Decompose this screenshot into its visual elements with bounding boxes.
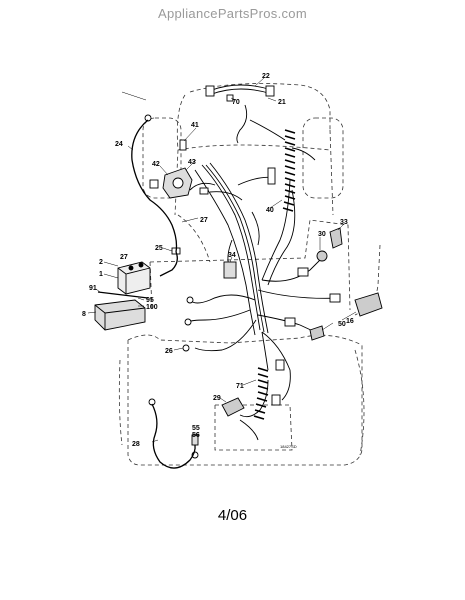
coiled-conduit-71	[253, 367, 269, 420]
components	[94, 85, 383, 459]
cables	[131, 119, 196, 469]
page-label: 4/06	[217, 507, 248, 524]
part-number-34: 34	[228, 252, 236, 259]
part-number-26: 26	[165, 348, 173, 355]
part-number-27b: 27	[120, 254, 128, 261]
main-harness	[187, 162, 341, 441]
part-number-100: 100	[146, 304, 158, 311]
part-number-43: 43	[188, 159, 196, 166]
part-number-1: 1	[99, 271, 103, 278]
part-number-41: 41	[191, 122, 199, 129]
part-number-70: 70	[232, 99, 240, 106]
part-number-29: 29	[213, 395, 221, 402]
part-number-91: 91	[89, 285, 97, 292]
part-number-16: 16	[346, 318, 354, 325]
part-number-42: 42	[152, 161, 160, 168]
drawing-id: 18427SD	[280, 444, 297, 449]
part-number-56: 56	[192, 432, 200, 439]
part-number-labels: 22 70 21 41 43 24 42 27 40 33 30 25 34 2…	[82, 73, 354, 449]
part-number-95: 95	[146, 297, 154, 304]
watermark: AppliancePartsPros.com	[158, 6, 307, 21]
part-number-22: 22	[262, 73, 270, 80]
part-number-21: 21	[278, 99, 286, 106]
part-number-71: 71	[236, 383, 244, 390]
coiled-conduit-40	[282, 129, 296, 212]
part-number-25: 25	[155, 245, 163, 252]
part-number-27: 27	[200, 217, 208, 224]
part-number-2: 2	[99, 259, 103, 266]
part-number-30: 30	[318, 231, 326, 238]
part-number-50: 50	[338, 321, 346, 328]
part-number-55: 55	[192, 425, 200, 432]
part-number-33: 33	[340, 219, 348, 226]
leader-lines	[87, 77, 357, 443]
tractor-outline	[118, 83, 381, 466]
part-number-28: 28	[132, 441, 140, 448]
part-number-8: 8	[82, 311, 86, 318]
part-number-24: 24	[115, 141, 123, 148]
part-number-40: 40	[266, 207, 274, 214]
